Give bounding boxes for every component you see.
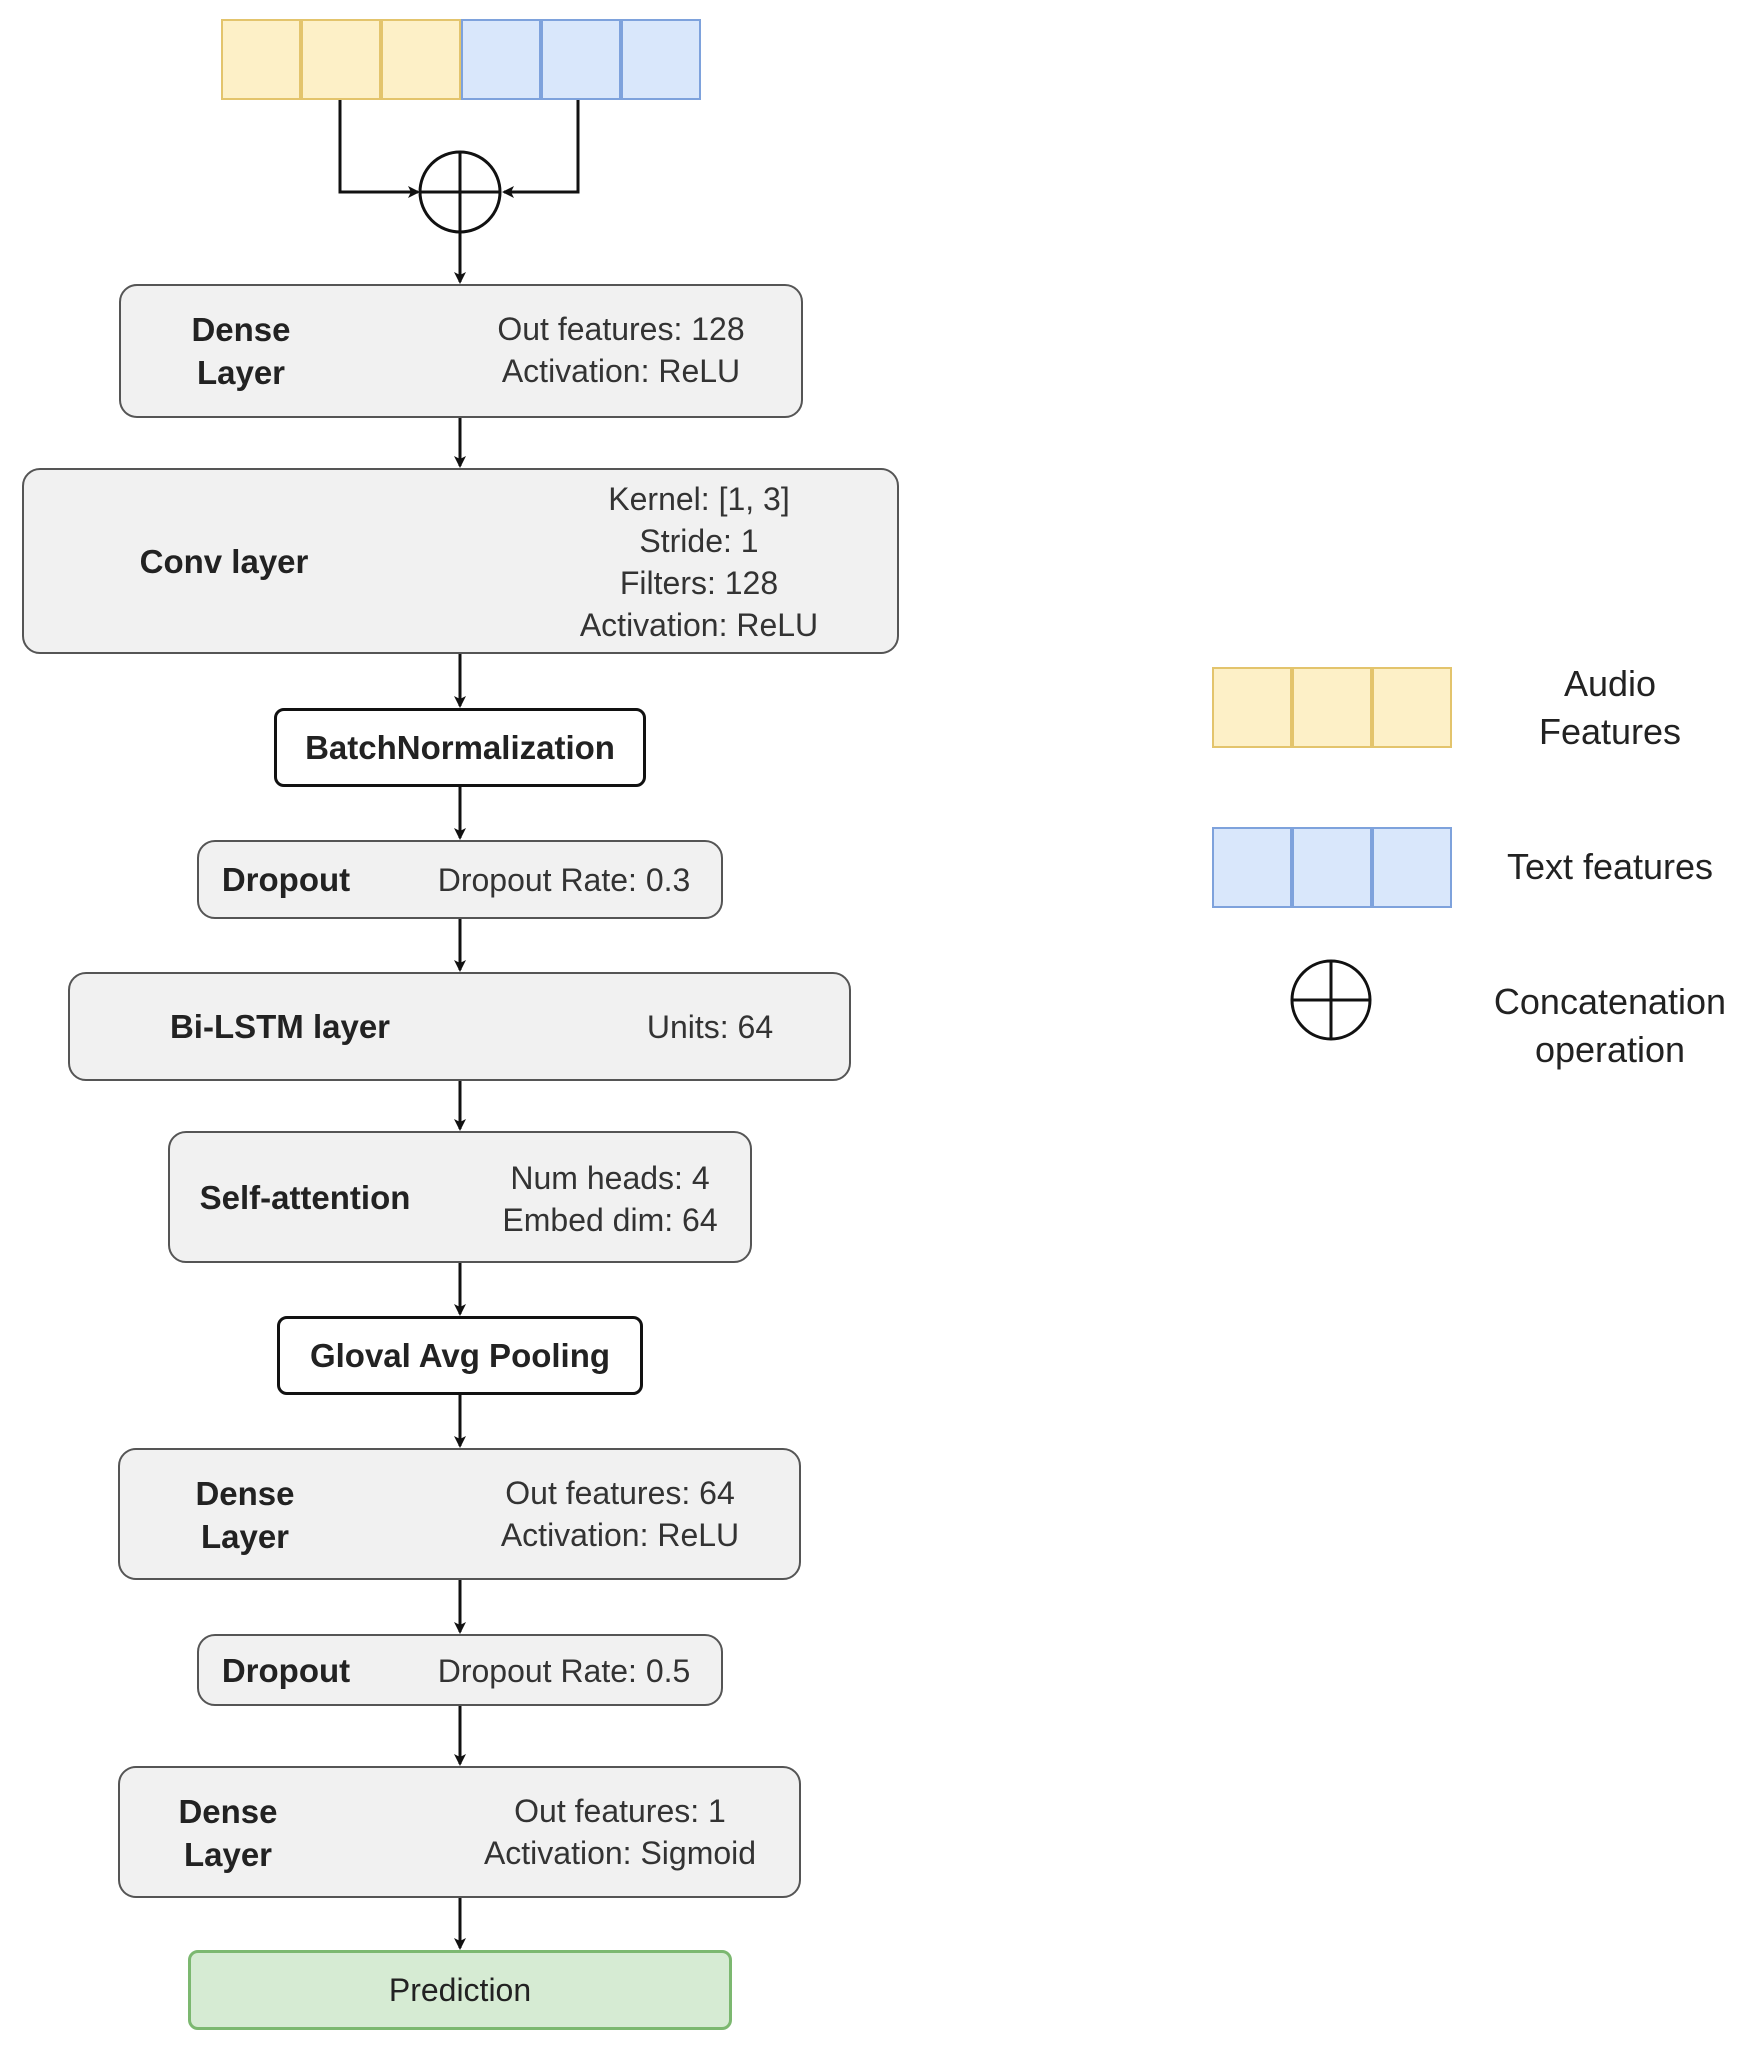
self-attention-param-heads: Num heads: 4: [510, 1160, 710, 1196]
legend-audio-swatch: [1212, 667, 1452, 748]
self-attention-layer-params: Num heads: 4 Embed dim: 64: [480, 1157, 740, 1241]
text-feature-cell: [541, 19, 621, 100]
legend-text-swatch: [1212, 827, 1452, 908]
conv-layer: Conv layer Kernel: [1, 3] Stride: 1 Filt…: [22, 468, 899, 654]
dense-layer-3-name: Dense Layer: [128, 1790, 328, 1876]
dense-layer-2-name-line1: Dense: [195, 1475, 295, 1512]
self-attention-layer-name: Self-attention: [199, 1179, 411, 1216]
conv-layer-name: Conv layer: [139, 543, 309, 580]
dense-layer-3-param-out: Out features: 1: [514, 1793, 726, 1829]
dropout-layer-2-name: Dropout: [221, 1652, 351, 1689]
dense-layer-2-params: Out features: 64 Activation: ReLU: [460, 1472, 780, 1556]
concat-symbol: [418, 150, 502, 234]
self-attention-param-embed: Embed dim: 64: [502, 1202, 718, 1238]
legend-text-label: Text features: [1506, 846, 1714, 887]
conv-layer-params: Kernel: [1, 3] Stride: 1 Filters: 128 Ac…: [534, 478, 864, 646]
dense-layer-1-params: Out features: 128 Activation: ReLU: [461, 308, 781, 392]
dense-layer-1-param-out: Out features: 128: [497, 311, 745, 347]
legend-concat-label-line2: operation: [1534, 1029, 1686, 1070]
dense-layer-3: Dense Layer Out features: 1 Activation: …: [118, 1766, 801, 1898]
audio-feature-cell: [221, 19, 301, 100]
dense-layer-2-param-out: Out features: 64: [505, 1475, 735, 1511]
legend-concat-label-line1: Concatenation: [1493, 981, 1727, 1022]
legend-audio-cell: [1212, 667, 1292, 748]
legend-text-cell: [1212, 827, 1292, 908]
conv-layer-param-filters: Filters: 128: [619, 565, 779, 601]
dense-layer-1-name: Dense Layer: [141, 308, 341, 394]
dense-layer-1-name-line2: Layer: [196, 354, 286, 391]
legend-concat-label: Concatenation operation: [1470, 978, 1750, 1074]
audio-feature-cell: [301, 19, 381, 100]
dense-layer-2: Dense Layer Out features: 64 Activation:…: [118, 1448, 801, 1580]
bilstm-layer-param-units: Units: 64: [646, 1009, 774, 1045]
dropout-layer-1: Dropout Dropout Rate: 0.3: [197, 840, 723, 919]
legend-audio-cell: [1372, 667, 1452, 748]
dropout-layer-2-param-rate: Dropout Rate: 0.5: [437, 1653, 691, 1689]
legend-audio-cell: [1292, 667, 1372, 748]
conv-layer-param-kernel: Kernel: [1, 3]: [608, 481, 790, 517]
bilstm-layer-name: Bi-LSTM layer: [169, 1008, 391, 1045]
self-attention-layer: Self-attention Num heads: 4 Embed dim: 6…: [168, 1131, 752, 1263]
dense-layer-3-name-line2: Layer: [183, 1836, 273, 1873]
dense-layer-2-param-activation: Activation: ReLU: [500, 1517, 740, 1553]
legend-audio-label: Audio Features: [1470, 660, 1750, 756]
dropout-layer-2: Dropout Dropout Rate: 0.5: [197, 1634, 723, 1706]
legend-text-cell: [1292, 827, 1372, 908]
legend-audio-label-line2: Features: [1538, 711, 1682, 752]
dense-layer-3-name-line1: Dense: [178, 1793, 278, 1830]
text-input-arrow: [502, 100, 580, 198]
audio-feature-cell: [381, 19, 461, 100]
legend-audio-label-line1: Audio: [1563, 663, 1657, 704]
bilstm-layer: Bi-LSTM layer Units: 64: [68, 972, 851, 1081]
dense-layer-3-param-activation: Activation: Sigmoid: [483, 1835, 757, 1871]
dense-layer-1-param-activation: Activation: ReLU: [501, 353, 741, 389]
dense-layer-2-name: Dense Layer: [145, 1472, 345, 1558]
text-feature-cell: [621, 19, 701, 100]
batchnorm-layer: BatchNormalization: [274, 708, 646, 787]
dropout-layer-1-name: Dropout: [221, 861, 351, 898]
conv-layer-param-stride: Stride: 1: [639, 523, 759, 559]
dense-layer-3-params: Out features: 1 Activation: Sigmoid: [450, 1790, 790, 1874]
prediction-node: Prediction: [188, 1950, 732, 2030]
global-avg-pooling-layer: Gloval Avg Pooling: [277, 1316, 643, 1395]
dropout-layer-1-param-rate: Dropout Rate: 0.3: [437, 862, 691, 898]
text-feature-cell: [461, 19, 541, 100]
legend-concat-icon: [1290, 959, 1372, 1041]
conv-layer-param-activation: Activation: ReLU: [579, 607, 819, 643]
legend-text-cell: [1372, 827, 1452, 908]
dense-layer-2-name-line2: Layer: [200, 1518, 290, 1555]
audio-input-arrow: [338, 100, 420, 198]
dense-layer-1: Dense Layer Out features: 128 Activation…: [119, 284, 803, 418]
dense-layer-1-name-line1: Dense: [191, 311, 291, 348]
input-feature-vector: [221, 19, 701, 100]
